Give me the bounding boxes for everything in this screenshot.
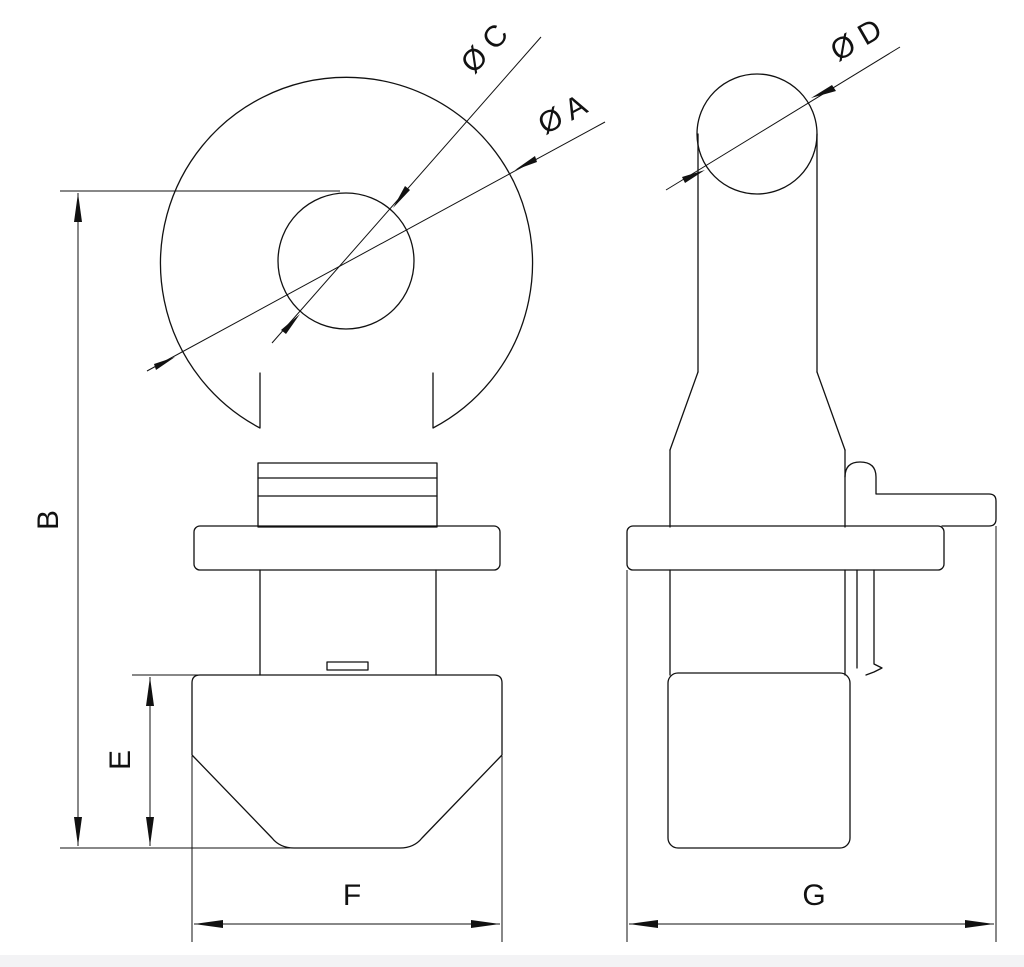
label-g: G (802, 879, 825, 912)
eye-ring-outer (159, 76, 534, 429)
label-dia-c: Ø C (455, 18, 515, 80)
side-dimensions (626, 46, 997, 942)
flange (193, 525, 501, 571)
dim-d-line (665, 46, 901, 191)
t-head (191, 674, 503, 849)
eye-hole (277, 192, 415, 330)
front-dimensions (60, 36, 606, 942)
dim-a-line (146, 121, 606, 372)
side-flange (626, 525, 945, 571)
bottom-strip (0, 955, 1024, 967)
label-e: E (104, 750, 137, 770)
front-view (159, 76, 534, 849)
locking-pin (856, 569, 883, 676)
side-base (667, 672, 851, 849)
locking-lever (844, 461, 997, 527)
label-b: B (32, 510, 65, 530)
label-f: F (343, 879, 361, 912)
side-view (626, 73, 997, 849)
small-key (326, 661, 369, 671)
shank-upper (257, 462, 438, 528)
